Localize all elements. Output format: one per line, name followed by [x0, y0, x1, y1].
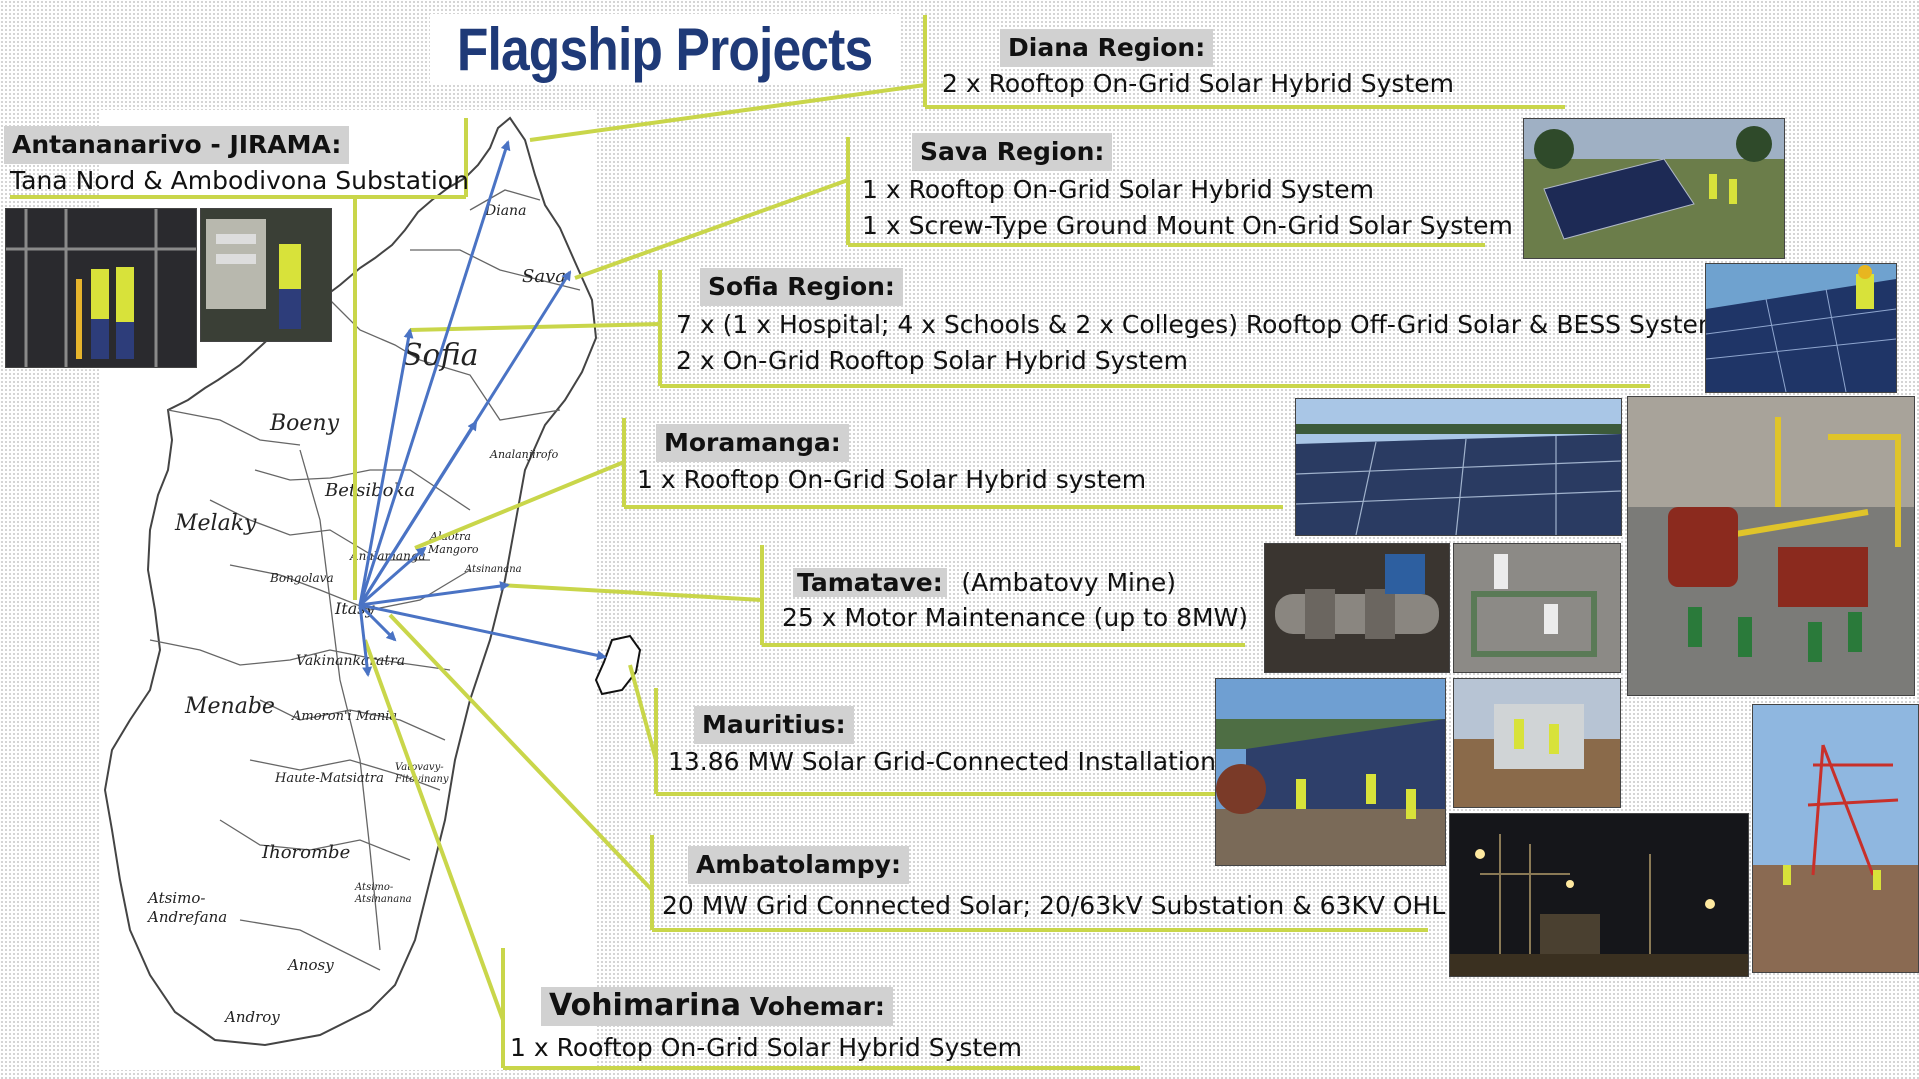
svg-text:Menabe: Menabe	[184, 694, 275, 719]
sava-line-1: 1 x Rooftop On-Grid Solar Hybrid System	[862, 175, 1374, 204]
sofia-line-1: 7 x (1 x Hospital; 4 x Schools & 2 x Col…	[676, 310, 1723, 339]
region-labels: Diana Sava Sofia Boeny Betsiboka Melaky …	[146, 203, 566, 1026]
svg-text:Melaky: Melaky	[174, 511, 257, 536]
photo-sofia-rooftop	[1705, 263, 1897, 393]
moramanga-line-1: 1 x Rooftop On-Grid Solar Hybrid system	[637, 465, 1147, 494]
svg-text:Mangoro: Mangoro	[427, 543, 479, 556]
svg-text:Haute-Matsiatra: Haute-Matsiatra	[274, 771, 384, 786]
sofia-line-2: 2 x On-Grid Rooftop Solar Hybrid System	[676, 346, 1188, 375]
svg-text:Bongolava: Bongolava	[269, 571, 334, 585]
svg-text:Andrefana: Andrefana	[146, 908, 227, 926]
svg-text:Ihorombe: Ihorombe	[261, 842, 350, 863]
svg-text:Boeny: Boeny	[269, 411, 340, 436]
antananarivo-line-1: Tana Nord & Ambodivona Substation	[10, 166, 469, 195]
sava-heading: Sava Region:	[912, 133, 1113, 171]
svg-text:Atsimo-: Atsimo-	[354, 882, 394, 893]
callout-lines	[10, 15, 1650, 1070]
svg-text:Atsinanana: Atsinanana	[354, 894, 412, 905]
svg-text:Diana: Diana	[484, 203, 526, 219]
photo-mauritius-solar	[1215, 678, 1446, 866]
svg-text:Betsiboka: Betsiboka	[324, 480, 415, 501]
vohimarina-heading-main: Vohimarina	[549, 988, 742, 1023]
vohimarina-line-1: 1 x Rooftop On-Grid Solar Hybrid System	[510, 1033, 1022, 1062]
antananarivo-heading: Antananarivo - JIRAMA:	[4, 126, 350, 164]
ambatolampy-line-1: 20 MW Grid Connected Solar; 20/63kV Subs…	[662, 891, 1446, 920]
svg-text:Anosy: Anosy	[286, 956, 334, 974]
photo-substation-panel	[200, 208, 332, 342]
madagascar-outline	[103, 116, 598, 1047]
vohimarina-heading-group: Vohimarina Vohemar:	[541, 987, 893, 1026]
tamatave-heading-group: Tamatave: (Ambatovy Mine)	[789, 564, 1180, 602]
route-arrows	[358, 140, 607, 677]
svg-text:Atsimo-: Atsimo-	[146, 889, 205, 907]
svg-text:Sava: Sava	[522, 266, 566, 287]
photo-substation-night-2	[1449, 813, 1749, 977]
tamatave-heading-suffix: (Ambatovy Mine)	[961, 568, 1176, 597]
mauritius-line-1: 13.86 MW Solar Grid-Connected Installati…	[668, 747, 1216, 776]
svg-text:Amoron'i Mania: Amoron'i Mania	[291, 709, 397, 724]
vohimarina-heading: Vohemar:	[749, 992, 885, 1021]
page-title: Flagship Projects	[457, 15, 873, 83]
svg-text:Androy: Androy	[223, 1008, 280, 1026]
ambatolampy-heading: Ambatolampy:	[688, 846, 909, 884]
svg-text:Vatovavy-: Vatovavy-	[395, 762, 444, 773]
photo-motor-shaft	[1264, 543, 1450, 673]
diana-heading: Diana Region:	[1000, 29, 1214, 67]
region-borders	[149, 189, 581, 971]
photo-sava-ground-mount	[1523, 118, 1785, 259]
diana-line-1: 2 x Rooftop On-Grid Solar Hybrid System	[942, 69, 1454, 98]
mauritius-heading: Mauritius:	[694, 706, 854, 744]
sofia-heading: Sofia Region:	[700, 268, 903, 306]
svg-text:Atsinanana: Atsinanana	[464, 564, 522, 575]
moramanga-heading: Moramanga:	[656, 424, 849, 462]
photo-motor-frame	[1453, 543, 1621, 673]
mauritius-island	[594, 634, 642, 696]
sava-line-2: 1 x Screw-Type Ground Mount On-Grid Sola…	[862, 211, 1513, 240]
svg-text:Vakinankaratra: Vakinankaratra	[296, 653, 405, 669]
svg-text:Analanjirofo: Analanjirofo	[489, 448, 559, 461]
photo-substation-night	[5, 208, 197, 368]
photo-motor-hall	[1627, 396, 1915, 696]
svg-text:Fitovinany: Fitovinany	[394, 774, 449, 785]
tamatave-heading: Tamatave:	[793, 568, 947, 597]
photo-ohl-tower	[1752, 704, 1919, 973]
tamatave-line-1: 25 x Motor Maintenance (up to 8MW)	[782, 603, 1249, 632]
photo-moramanga-rooftop	[1295, 398, 1622, 536]
title-box: Flagship Projects	[430, 14, 900, 84]
photo-mauritius-inverter	[1453, 678, 1621, 808]
